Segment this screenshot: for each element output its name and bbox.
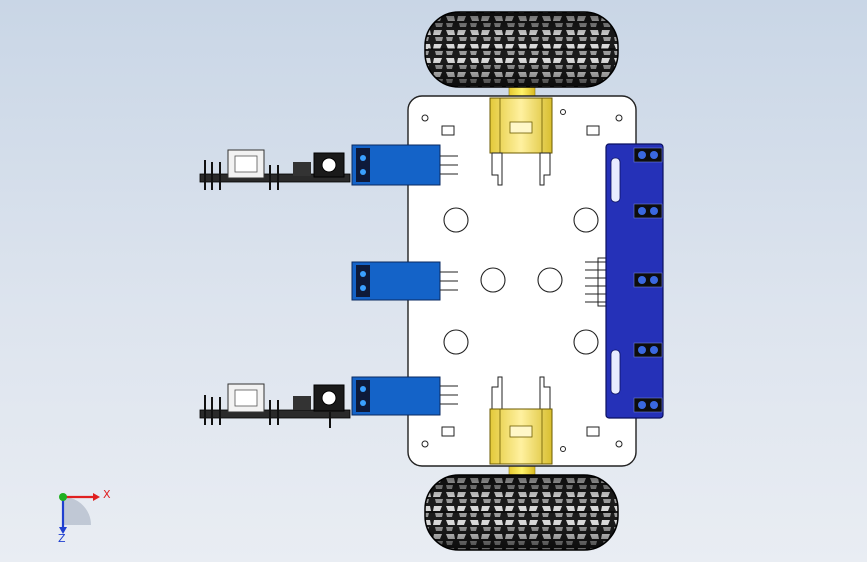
chassis-plate [407, 95, 637, 467]
top-wheel [424, 11, 619, 88]
bottom-motor [489, 376, 553, 465]
coordinate-triad: X Z [58, 488, 111, 545]
line-tracking-sensor-array [605, 143, 664, 419]
controller-board-bottom [199, 383, 351, 428]
ir-sensor-module-top [351, 144, 458, 186]
controller-board-top [199, 149, 351, 190]
top-motor [489, 97, 553, 186]
ir-sensor-module-bottom [351, 376, 458, 416]
x-axis-label: X [103, 488, 111, 501]
ir-sensor-module-middle [351, 261, 458, 301]
z-axis-label: Z [58, 532, 66, 545]
bottom-wheel [424, 474, 619, 551]
